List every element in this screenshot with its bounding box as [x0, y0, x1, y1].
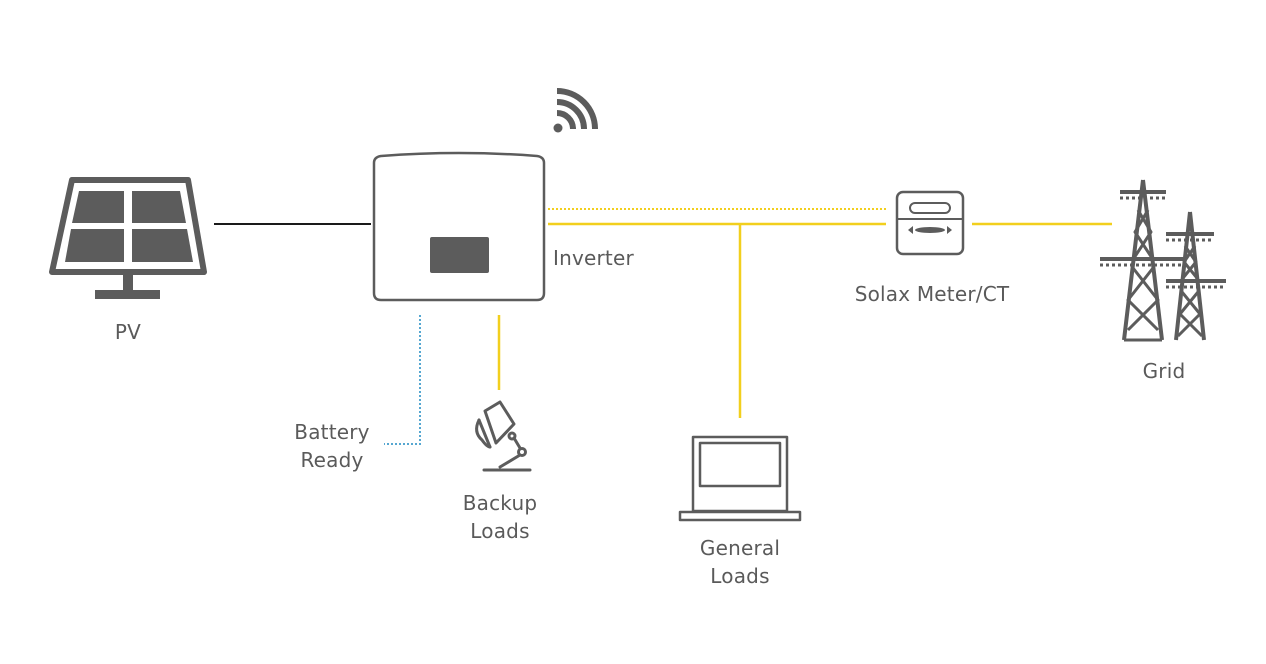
wifi-icon — [553, 88, 598, 133]
backup-label-line2: Loads — [470, 519, 530, 543]
meter-label: Solax Meter/CT — [854, 282, 1010, 306]
battery-line — [384, 315, 421, 445]
general-label-line2: Loads — [710, 564, 770, 588]
pv-label: PV — [114, 320, 142, 344]
backup-loads-label: Backup Loads — [450, 489, 550, 545]
solar-panel-icon — [49, 177, 207, 299]
grid-label: Grid — [1142, 359, 1186, 383]
battery-label-line2: Ready — [300, 448, 364, 472]
inverter-display — [430, 237, 489, 273]
desk-lamp-icon — [475, 400, 532, 472]
laptop-icon — [678, 435, 802, 522]
inverter-label: Inverter — [553, 246, 634, 270]
meter-icon — [895, 190, 965, 256]
general-label-line1: General — [699, 536, 781, 560]
inverter-icon — [372, 151, 546, 302]
transmission-tower-icon — [1100, 179, 1226, 342]
general-loads-label: General Loads — [687, 534, 793, 590]
battery-label-line1: Battery — [294, 420, 370, 444]
battery-ready-label: Battery Ready — [282, 418, 382, 474]
connections — [214, 208, 1112, 445]
backup-label-line1: Backup — [462, 491, 538, 515]
